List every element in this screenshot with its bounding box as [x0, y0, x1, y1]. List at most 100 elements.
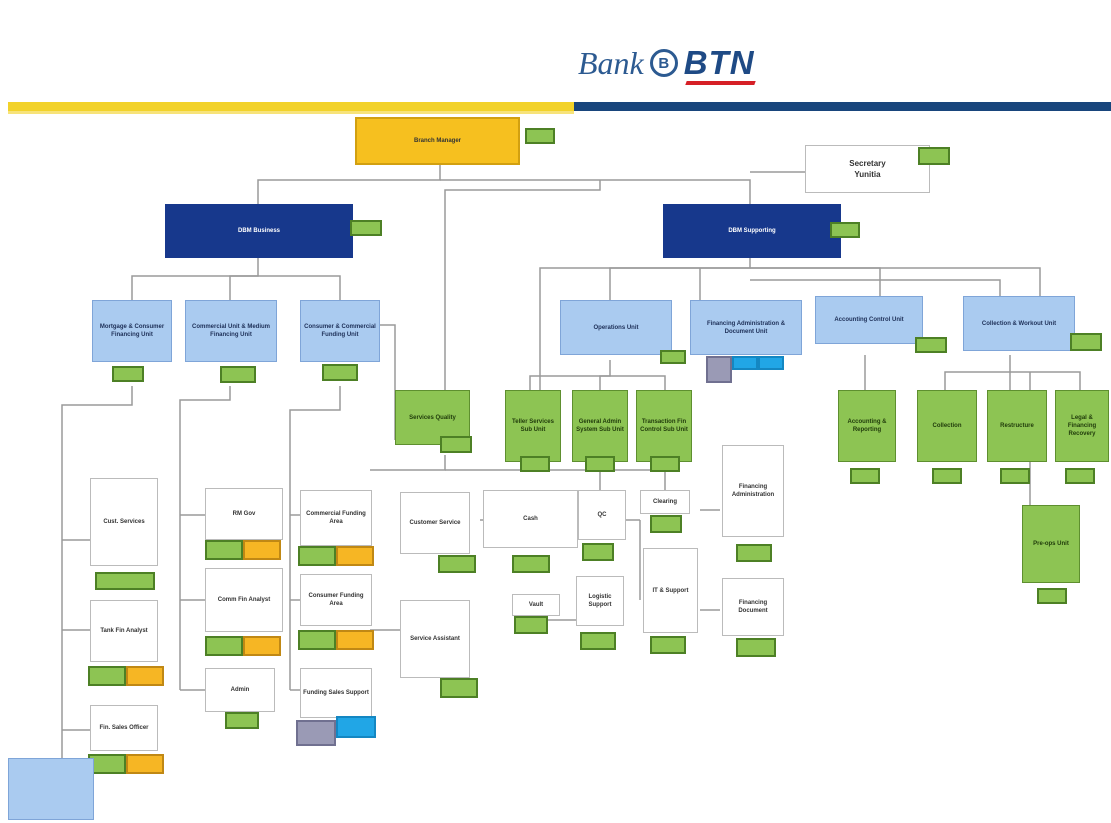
node-comm-fin-analyst: Comm Fin Analyst	[205, 568, 283, 632]
node-title: IT & Support	[652, 587, 689, 594]
tag-comm-fin-analyst-b	[243, 636, 281, 656]
node-title: Admin	[230, 687, 250, 693]
node-title: Financing Administration	[731, 484, 775, 498]
node-title: Accounting Control Unit	[834, 317, 904, 323]
header-yellow-bar-light	[8, 111, 574, 114]
tag-dbm-business	[350, 220, 382, 236]
node-consumer-commercial-funding: Consumer & Commercial Funding Unit	[300, 300, 380, 362]
node-title: General Admin System Sub Unit	[576, 419, 624, 433]
node-title: Commercial Unit & Medium Financing Unit	[191, 324, 270, 338]
tag-tank-fin-a	[88, 666, 126, 686]
tag-financing-document	[736, 638, 776, 657]
node-title: Cust. Services	[103, 519, 145, 525]
node-financing-administration: Financing Administration	[722, 445, 784, 537]
tag-it-support	[650, 636, 686, 654]
node-title: DBM Business	[237, 228, 280, 234]
header-yellow-bar	[8, 102, 574, 111]
node-legal-recovery: Legal & Financing Recovery	[1055, 390, 1109, 462]
node-sub: Yunitia	[854, 170, 881, 179]
node-cash: Cash	[483, 490, 578, 548]
node-general-admin: General Admin System Sub Unit	[572, 390, 628, 462]
node-title: Services Quality	[409, 414, 456, 421]
tag-funding-sales-a	[296, 720, 336, 746]
tag-clearing	[650, 515, 682, 533]
node-accounting-reporting: Accounting & Reporting	[838, 390, 896, 462]
tag-fin-sales-b	[126, 754, 164, 774]
node-mortgage-unit: Mortgage & Consumer Financing Unit	[92, 300, 172, 362]
node-clearing: Clearing	[640, 490, 690, 514]
node-title: Pre-ops Unit	[1033, 541, 1069, 547]
node-title: Logistic Support	[588, 594, 612, 608]
node-title: Teller Services Sub Unit	[512, 419, 554, 433]
node-title: Vault	[528, 602, 544, 608]
tag-qc	[582, 543, 614, 561]
node-title: Financing Administration & Document Unit	[706, 320, 786, 335]
tag-commercial	[220, 366, 256, 383]
node-title: Financing Document	[738, 600, 768, 614]
node-rm-gov: RM Gov	[205, 488, 283, 540]
node-fin-sales-officer: Fin. Sales Officer	[90, 705, 158, 751]
node-title: DBM Supporting	[728, 228, 776, 234]
node-customer-service: Customer Service	[400, 492, 470, 554]
logo-word-btn: BTN	[683, 44, 755, 81]
tag-collection-sub	[932, 468, 962, 484]
tag-admin	[225, 712, 259, 729]
node-dbm-supporting: DBM Supporting	[663, 204, 841, 258]
tag-transaction	[650, 456, 680, 472]
tag-tank-fin-b	[126, 666, 164, 686]
node-dbm-business: DBM Business	[165, 204, 353, 258]
btn-emblem-icon: B	[649, 49, 678, 77]
node-title: Legal & Financing Recovery	[1067, 415, 1097, 437]
node-vault: Vault	[512, 594, 560, 616]
tag-general-admin	[585, 456, 615, 472]
node-tank-fin-analyst: Tank Fin Analyst	[90, 600, 158, 662]
tag-financing-admin-b	[732, 356, 758, 370]
node-teller-services: Teller Services Sub Unit	[505, 390, 561, 462]
tag-comm-fin-analyst-a	[205, 636, 243, 656]
tag-dbm-supporting	[830, 222, 860, 238]
node-accounting-control: Accounting Control Unit	[815, 296, 923, 344]
tag-accounting-reporting	[850, 468, 880, 484]
node-financing-admin-unit: Financing Administration & Document Unit	[690, 300, 802, 355]
tag-secretary	[918, 147, 950, 165]
header-blue-bar	[574, 102, 1111, 111]
node-title: Branch Manager	[413, 138, 461, 144]
node-title: Secretary	[849, 159, 886, 168]
tag-operations	[660, 350, 686, 364]
node-financing-document: Financing Document	[722, 578, 784, 636]
node-title: Collection & Workout Unit	[981, 320, 1057, 327]
node-secretary: Secretary Yunitia	[805, 145, 930, 193]
node-title: Customer Service	[409, 520, 461, 526]
node-it-support: IT & Support	[643, 548, 698, 633]
node-cust-services: Cust. Services	[90, 478, 158, 566]
node-title: QC	[597, 512, 607, 518]
bank-logo: Bank B BTN	[578, 41, 755, 85]
tag-financing-admin-c	[758, 356, 784, 370]
node-title: Consumer Funding Area	[308, 593, 364, 607]
node-qc: QC	[578, 490, 626, 540]
node-commercial-funding-area: Commercial Funding Area	[300, 490, 372, 546]
tag-pre-ops	[1037, 588, 1067, 604]
tag-consumer-funding-a	[298, 630, 336, 650]
tag-rm-gov-b	[243, 540, 281, 560]
node-title: Mortgage & Consumer Financing Unit	[99, 324, 165, 338]
tag-consumer-commercial	[322, 364, 358, 381]
tag-legal	[1065, 468, 1095, 484]
node-title: Consumer & Commercial Funding Unit	[304, 324, 376, 338]
node-title: Clearing	[652, 499, 677, 505]
tag-service-assistant	[440, 678, 478, 698]
tag-comm-fin-a	[298, 546, 336, 566]
node-services-quality: Services Quality	[395, 390, 470, 445]
node-service-assistant: Service Assistant	[400, 600, 470, 678]
node-title: Fin. Sales Officer	[99, 725, 149, 731]
node-title: RM Gov	[232, 511, 256, 517]
node-commercial-unit: Commercial Unit & Medium Financing Unit	[185, 300, 277, 362]
node-operations-unit: Operations Unit	[560, 300, 672, 355]
tag-collection	[1070, 333, 1102, 351]
logo-word-bank: Bank	[578, 44, 644, 81]
node-funding-sales-support: Funding Sales Support	[300, 668, 372, 718]
node-title: Collection	[932, 423, 962, 429]
node-title: Tank Fin Analyst	[100, 628, 148, 634]
node-bottom-left	[8, 758, 94, 820]
